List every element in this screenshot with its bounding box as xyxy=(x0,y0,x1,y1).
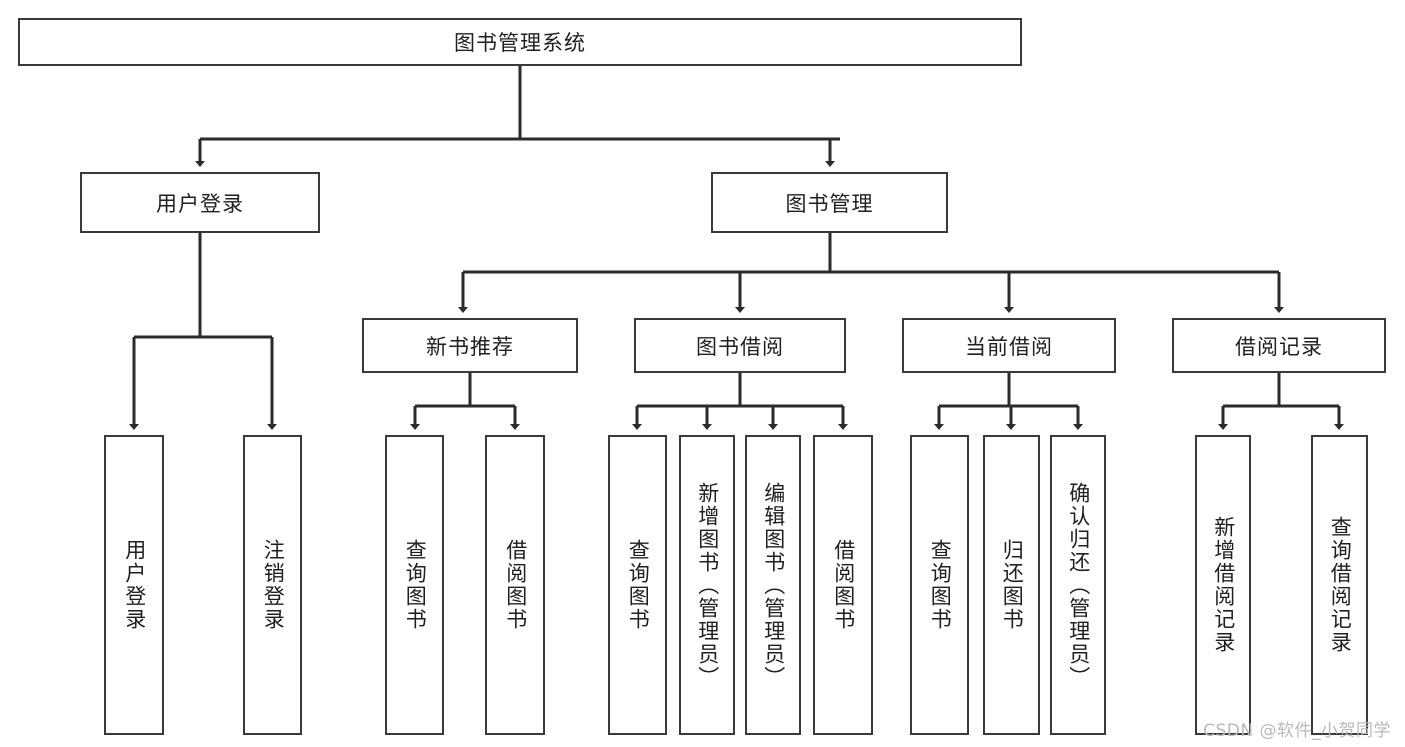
node-book-manage-label: 图书管理 xyxy=(785,191,874,216)
node-leaf-add-book-label: 新增图书（管理员） xyxy=(695,481,720,689)
node-leaf-query-book-3[interactable]: 查询图书 xyxy=(910,435,969,735)
node-root-label: 图书管理系统 xyxy=(454,31,586,55)
node-leaf-confirm-return-label: 确认归还（管理员） xyxy=(1066,481,1091,689)
node-leaf-query-book-1-label: 查询图书 xyxy=(403,539,428,631)
node-leaf-borrow-book-1-label: 借阅图书 xyxy=(503,539,528,631)
node-borrow-record[interactable]: 借阅记录 xyxy=(1172,318,1386,373)
node-leaf-edit-book[interactable]: 编辑图书（管理员） xyxy=(745,435,801,735)
node-leaf-return-book[interactable]: 归还图书 xyxy=(983,435,1040,735)
node-leaf-query-book-2[interactable]: 查询图书 xyxy=(608,435,667,735)
node-leaf-logout-label: 注销登录 xyxy=(261,539,286,631)
node-user-login-label: 用户登录 xyxy=(156,191,244,216)
node-leaf-query-book-2-label: 查询图书 xyxy=(626,539,651,631)
node-borrow-record-label: 借阅记录 xyxy=(1235,334,1323,359)
node-leaf-query-book-1[interactable]: 查询图书 xyxy=(385,435,444,735)
node-leaf-user-login[interactable]: 用户登录 xyxy=(104,435,164,735)
node-book-borrow-label: 图书借阅 xyxy=(696,334,784,359)
node-leaf-borrow-book-2[interactable]: 借阅图书 xyxy=(813,435,873,735)
node-leaf-add-book[interactable]: 新增图书（管理员） xyxy=(679,435,735,735)
node-user-login[interactable]: 用户登录 xyxy=(80,172,320,233)
node-leaf-user-login-label: 用户登录 xyxy=(122,539,147,631)
watermark: CSDN @软件_小贺同学 xyxy=(1203,721,1391,741)
node-leaf-borrow-book-1[interactable]: 借阅图书 xyxy=(485,435,545,735)
node-leaf-query-record[interactable]: 查询借阅记录 xyxy=(1311,435,1368,735)
node-leaf-borrow-book-2-label: 借阅图书 xyxy=(831,539,856,631)
node-leaf-confirm-return[interactable]: 确认归还（管理员） xyxy=(1050,435,1106,735)
node-leaf-edit-book-label: 编辑图书（管理员） xyxy=(761,481,786,689)
node-root[interactable]: 图书管理系统 xyxy=(18,18,1022,66)
node-book-manage[interactable]: 图书管理 xyxy=(711,172,948,233)
node-leaf-add-record[interactable]: 新增借阅记录 xyxy=(1195,435,1251,735)
node-leaf-logout[interactable]: 注销登录 xyxy=(243,435,302,735)
node-leaf-query-book-3-label: 查询图书 xyxy=(928,539,953,631)
node-new-book-rec[interactable]: 新书推荐 xyxy=(362,318,578,373)
node-new-book-rec-label: 新书推荐 xyxy=(426,334,514,359)
node-leaf-query-record-label: 查询借阅记录 xyxy=(1328,516,1353,654)
node-current-borrow[interactable]: 当前借阅 xyxy=(902,318,1116,373)
node-current-borrow-label: 当前借阅 xyxy=(965,334,1053,359)
node-leaf-add-record-label: 新增借阅记录 xyxy=(1211,516,1236,654)
node-leaf-return-book-label: 归还图书 xyxy=(1000,539,1025,631)
node-book-borrow[interactable]: 图书借阅 xyxy=(634,318,846,373)
